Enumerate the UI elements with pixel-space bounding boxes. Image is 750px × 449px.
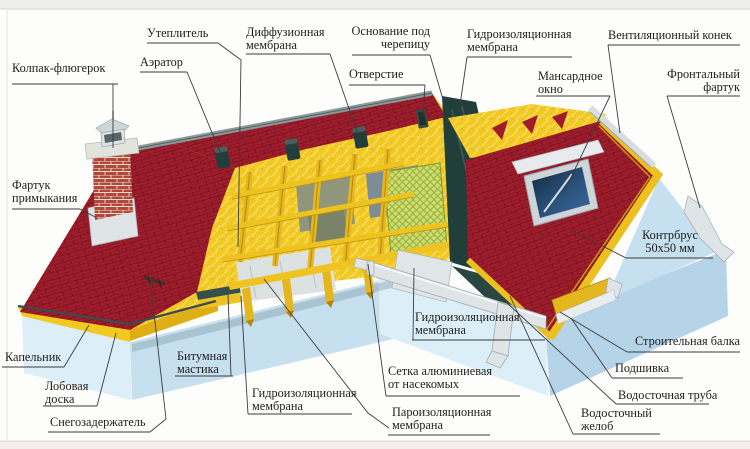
beam-and-soffit [551,277,623,325]
right-wing [448,104,735,341]
window-glass [532,167,590,218]
gable-wall [606,178,716,300]
window-flashing [511,139,605,175]
roof-details [17,275,217,326]
leader-line [240,295,249,415]
leader-line [63,324,90,368]
top-frame-bar [0,0,750,9]
leader-line [607,44,621,134]
callout-lines [2,42,740,436]
leader-line [429,54,447,111]
mansard-window [511,139,605,227]
leader-line [367,263,387,397]
fascia-front [130,302,218,341]
vent-opening [415,108,429,129]
wall-right-side [545,250,728,396]
leader-line [570,229,627,259]
leader-line [227,293,232,377]
leader-line [505,301,617,405]
snow-guard [143,275,166,286]
gutter-system [366,260,547,369]
leader-line [458,56,468,113]
leader-line [509,295,574,435]
roof-ridge-red-strip [170,93,446,168]
mesh-panel [383,162,448,257]
wall-right-front [378,272,548,396]
eave-shadow [132,270,432,352]
leader-line [412,267,415,341]
leader-line [329,53,361,141]
leader-line [570,317,613,379]
house-walls [22,178,728,400]
leader-line [186,71,221,153]
downpipe-elbow [485,350,509,369]
chimney-body [92,147,133,220]
rafter-lattice [222,148,449,271]
leader-line [666,95,701,209]
leader-line [217,42,242,248]
front-apron [683,195,735,263]
bottom-frame-bar [0,441,750,449]
aerators [214,108,429,169]
drip-edge [17,299,217,326]
leader-line [563,95,611,193]
leader-line [96,332,117,407]
leader-line [149,277,167,433]
wing-red-roof [466,120,660,338]
wall-front [130,268,432,400]
leader-line [422,84,426,117]
soffit [555,289,617,325]
leader-line [79,208,98,219]
eave-long-batten [228,237,472,290]
ridge-vent-cap [587,105,657,169]
leader-line [263,278,390,429]
